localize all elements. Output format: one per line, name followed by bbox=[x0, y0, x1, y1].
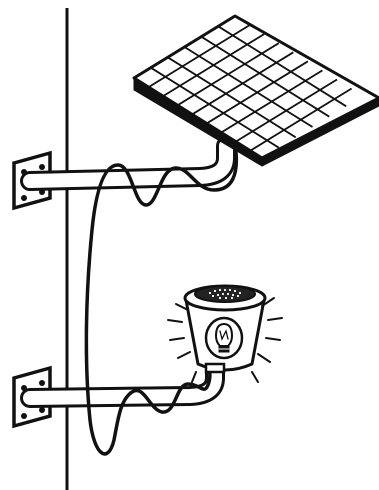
cable-icon bbox=[84, 150, 239, 456]
upper-mounting-pipe bbox=[20, 136, 236, 191]
lamp-neck bbox=[204, 362, 226, 374]
light-bulb-icon bbox=[214, 322, 234, 353]
glow-rays bbox=[167, 297, 283, 383]
lower-mounting-pipe bbox=[20, 358, 225, 408]
solar-panel-icon bbox=[132, 14, 379, 167]
